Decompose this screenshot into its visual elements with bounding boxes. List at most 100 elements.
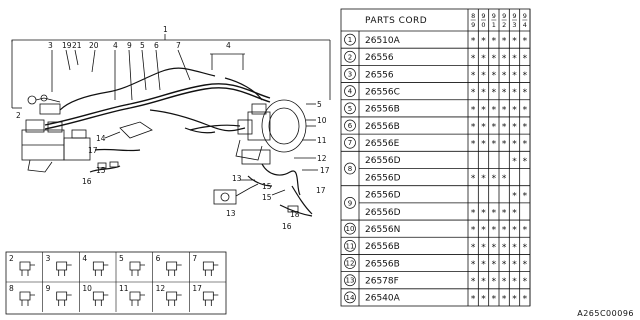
applicability-mark: * bbox=[502, 277, 507, 287]
ref-circle bbox=[344, 119, 356, 132]
applicability-mark: * bbox=[523, 54, 528, 64]
clip-ref-number: 3 bbox=[46, 254, 51, 263]
callout-11: 11 bbox=[317, 136, 327, 145]
applicability-mark: * bbox=[512, 71, 517, 81]
callout-18: 18 bbox=[290, 210, 300, 219]
callout-17c: 17 bbox=[316, 186, 326, 195]
applicability-mark: * bbox=[523, 260, 528, 270]
applicability-mark: * bbox=[471, 294, 476, 304]
applicability-mark: * bbox=[512, 157, 517, 167]
clip-ref-number: 10 bbox=[82, 284, 92, 293]
year-column-bottom: 0 bbox=[481, 21, 485, 29]
part-code: 26556D bbox=[365, 156, 401, 166]
applicability-mark: * bbox=[512, 105, 517, 115]
year-column-top: 9 bbox=[481, 12, 485, 20]
applicability-mark: * bbox=[492, 37, 497, 47]
callout-5: 5 bbox=[140, 41, 145, 50]
applicability-mark: * bbox=[512, 208, 517, 218]
ref-circle bbox=[344, 291, 356, 304]
applicability-mark: * bbox=[512, 260, 517, 270]
applicability-mark: * bbox=[502, 174, 507, 184]
clip-ref-number: 17 bbox=[192, 284, 202, 293]
part-code: 26540A bbox=[365, 294, 401, 304]
applicability-mark: * bbox=[481, 174, 486, 184]
callout-7: 7 bbox=[176, 41, 181, 50]
ref-number: 9 bbox=[348, 199, 352, 207]
applicability-mark: * bbox=[471, 71, 476, 81]
applicability-mark: * bbox=[481, 294, 486, 304]
part-code: 26510A bbox=[365, 36, 401, 46]
callout-4: 4 bbox=[113, 41, 118, 50]
applicability-mark: * bbox=[523, 37, 528, 47]
clip-icon bbox=[166, 291, 182, 306]
applicability-mark: * bbox=[471, 105, 476, 115]
clip-icon bbox=[129, 291, 145, 306]
applicability-mark: * bbox=[523, 243, 528, 253]
year-column-top: 9 bbox=[492, 12, 496, 20]
ref-circle bbox=[344, 102, 356, 115]
ref-circle bbox=[344, 136, 356, 149]
applicability-mark: * bbox=[492, 123, 497, 133]
applicability-mark: * bbox=[502, 208, 507, 218]
callout-15c: 15 bbox=[262, 193, 272, 202]
applicability-mark: * bbox=[492, 71, 497, 81]
applicability-mark: * bbox=[481, 140, 486, 150]
applicability-mark: * bbox=[502, 226, 507, 236]
ref-circle bbox=[344, 257, 356, 269]
ref-number: 1 bbox=[348, 36, 352, 44]
applicability-mark: * bbox=[502, 71, 507, 81]
clip-icon bbox=[19, 291, 35, 306]
clip-ref-number: 7 bbox=[192, 254, 197, 263]
table-header: PARTS CORD bbox=[365, 16, 427, 26]
ref-number: 4 bbox=[348, 88, 353, 96]
applicability-mark: * bbox=[471, 140, 476, 150]
applicability-mark: * bbox=[512, 191, 517, 201]
clip-icon bbox=[56, 261, 72, 276]
ref-number: 12 bbox=[346, 260, 355, 268]
applicability-mark: * bbox=[471, 226, 476, 236]
year-column-top: 9 bbox=[512, 12, 516, 20]
callout-17b: 17 bbox=[320, 166, 330, 175]
applicability-mark: * bbox=[502, 243, 507, 253]
applicability-mark: * bbox=[502, 123, 507, 133]
callout-numbers-top: 3 19 21 20 4 9 5 6 7 1 4 bbox=[48, 25, 231, 50]
applicability-mark: * bbox=[492, 226, 497, 236]
ref-circle bbox=[344, 162, 356, 175]
applicability-mark: * bbox=[512, 140, 517, 150]
applicability-mark: * bbox=[471, 243, 476, 253]
ref-number: 3 bbox=[348, 70, 352, 78]
callout-21: 21 bbox=[72, 41, 82, 50]
part-code: 26556 bbox=[365, 53, 394, 63]
applicability-mark: * bbox=[502, 260, 507, 270]
applicability-mark: * bbox=[502, 140, 507, 150]
clip-icon bbox=[202, 261, 219, 276]
year-column-bottom: 3 bbox=[512, 21, 516, 29]
applicability-mark: * bbox=[492, 140, 497, 150]
part-code: 26578F bbox=[365, 277, 399, 287]
ref-circle bbox=[344, 85, 356, 98]
callout-numbers-side: 2 14 17 16 15 5 10 11 12 13 17 15 16 13 … bbox=[16, 100, 330, 231]
clip-ref-number: 2 bbox=[9, 254, 14, 263]
brake-line-exploded-view bbox=[11, 34, 331, 217]
ref-number: 11 bbox=[346, 242, 355, 250]
ref-circle bbox=[344, 33, 356, 46]
applicability-mark: * bbox=[523, 105, 528, 115]
clip-ref-number: 4 bbox=[82, 254, 87, 263]
applicability-mark: * bbox=[481, 226, 486, 236]
applicability-mark: * bbox=[523, 71, 528, 81]
applicability-mark: * bbox=[471, 208, 476, 218]
clip-ref-number: 6 bbox=[156, 254, 161, 263]
part-code: 26556C bbox=[365, 87, 400, 97]
callout-20: 20 bbox=[89, 41, 99, 50]
applicability-mark: * bbox=[512, 226, 517, 236]
callout-15b: 15 bbox=[262, 182, 272, 191]
applicability-mark: * bbox=[523, 140, 528, 150]
applicability-mark: * bbox=[471, 37, 476, 47]
applicability-mark: * bbox=[471, 123, 476, 133]
callout-2: 2 bbox=[16, 111, 21, 120]
applicability-mark: * bbox=[502, 54, 507, 64]
applicability-mark: * bbox=[492, 105, 497, 115]
callout-4b: 4 bbox=[226, 41, 231, 50]
part-code: 26556 bbox=[365, 70, 394, 80]
